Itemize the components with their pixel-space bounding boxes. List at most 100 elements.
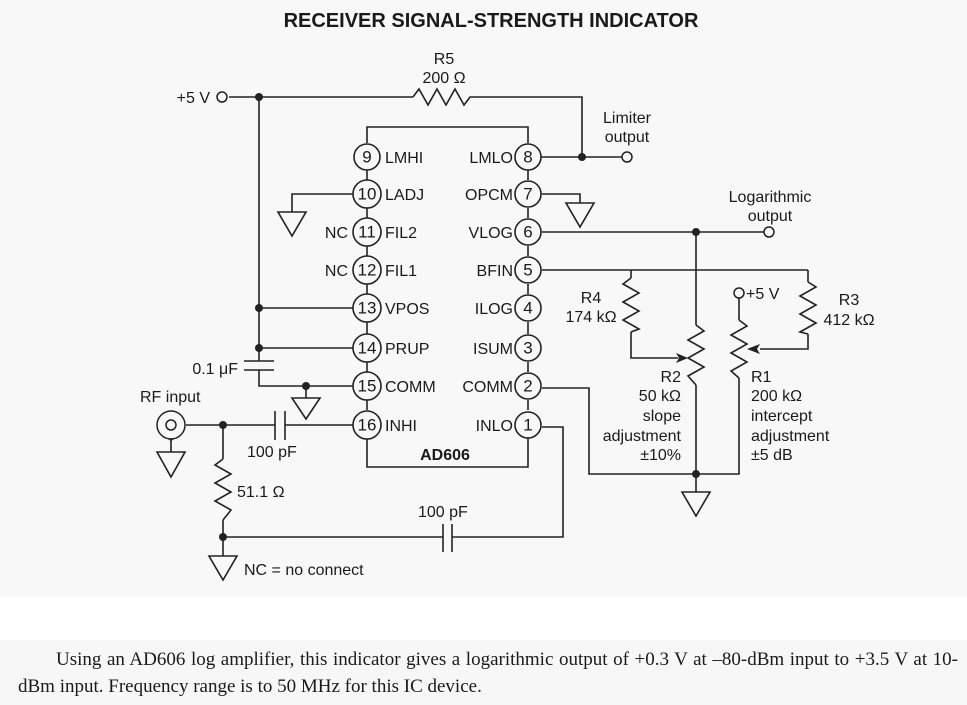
r1-desc-3: ±5 dB <box>751 447 793 464</box>
log-output-terminal-icon <box>763 226 775 238</box>
supply-terminal-icon <box>216 91 228 103</box>
r-term-value: 51.1 Ω <box>237 484 285 501</box>
svg-text:9: 9 <box>362 148 371 167</box>
svg-text:11: 11 <box>358 223 376 242</box>
supply-label: +5 V <box>177 90 211 107</box>
ground-icon <box>290 397 322 421</box>
r4-name: R4 <box>581 290 602 307</box>
pin-name: INHI <box>385 418 417 435</box>
wires <box>170 96 809 556</box>
rf-input-connector-icon <box>156 410 186 440</box>
pin-name: LMLO <box>469 150 513 167</box>
ic-ad606: 9 10 11 12 13 14 15 16 8 7 6 5 4 3 2 1 L… <box>325 143 542 464</box>
ic-pin-9: 9 <box>353 143 381 171</box>
ground-icon <box>207 555 239 582</box>
capacitor-100pF-input <box>274 411 286 440</box>
limiter-label-1: Limiter <box>603 110 652 127</box>
c-bypass-value: 0.1 μF <box>192 361 238 378</box>
c-in-value: 100 pF <box>247 444 297 461</box>
svg-text:4: 4 <box>523 299 532 318</box>
svg-text:2: 2 <box>523 377 532 396</box>
capacitor-0-1uF <box>244 360 274 371</box>
pin-name: ISUM <box>473 341 513 358</box>
ic-pin-14: 14 <box>352 333 382 363</box>
svg-text:7: 7 <box>523 185 532 204</box>
ground-icon <box>276 211 308 238</box>
log-output-label-2: output <box>748 208 793 225</box>
ic-pin-3: 3 <box>514 334 542 362</box>
pin-name: FIL2 <box>385 225 417 242</box>
svg-text:3: 3 <box>523 339 532 358</box>
page-gap <box>0 597 967 640</box>
svg-text:14: 14 <box>358 339 377 358</box>
svg-text:8: 8 <box>523 148 532 167</box>
capacitor-100pF-inlo <box>442 524 453 552</box>
pin-name: COMM <box>462 379 513 396</box>
ic-pin-13: 13 <box>352 293 382 323</box>
svg-text:12: 12 <box>358 261 377 280</box>
rf-input-label: RF input <box>140 389 201 406</box>
potentiometer-r1 <box>729 319 760 379</box>
svg-text:1: 1 <box>523 416 532 435</box>
nc-note: NC = no connect <box>244 562 364 579</box>
resistor-r3 <box>797 281 818 335</box>
ic-pin-7: 7 <box>514 180 542 208</box>
r1-name: R1 <box>751 369 772 386</box>
pin-name: LMHI <box>385 150 423 167</box>
schematic: RECEIVER SIGNAL-STRENGTH INDICATOR <box>140 10 875 582</box>
ic-pin-8: 8 <box>514 143 542 171</box>
ic-pin-6: 6 <box>514 218 542 246</box>
resistor-r5 <box>412 87 475 107</box>
r5-name: R5 <box>434 51 455 68</box>
ic-pin-1: 1 <box>514 411 542 439</box>
pin-name: VLOG <box>469 225 513 242</box>
resistor-51-ohm <box>213 458 233 521</box>
svg-text:5: 5 <box>523 261 532 280</box>
svg-text:13: 13 <box>358 299 377 318</box>
r4-value: 174 kΩ <box>565 309 616 326</box>
ic-pin-12: 12 <box>352 255 382 285</box>
ic-pin-10: 10 <box>352 179 382 209</box>
pin-name: OPCM <box>465 187 513 204</box>
supply2-label: +5 V <box>746 286 780 303</box>
r2-desc-3: ±10% <box>640 447 681 464</box>
ground-icon <box>680 491 712 518</box>
svg-text:6: 6 <box>523 223 532 242</box>
svg-text:15: 15 <box>358 377 377 396</box>
ic-pin-2: 2 <box>514 372 542 400</box>
r3-name: R3 <box>839 292 860 309</box>
ground-icon <box>564 202 596 229</box>
caption-area <box>0 640 967 705</box>
figure-caption: Using an AD606 log amplifier, this indic… <box>18 649 958 697</box>
c-lo-value: 100 pF <box>418 504 468 521</box>
pin-name: COMM <box>385 379 436 396</box>
r2-desc-2: adjustment <box>603 428 682 445</box>
r1-desc-1: intercept <box>751 408 813 425</box>
limiter-output-terminal-icon <box>621 151 633 163</box>
ic-pin-11: 11 <box>352 217 382 247</box>
ic-part-number: AD606 <box>420 447 470 464</box>
ic-pin-5: 5 <box>514 256 542 284</box>
r3-value: 412 kΩ <box>823 312 874 329</box>
r1-value: 200 kΩ <box>751 388 802 405</box>
svg-text:16: 16 <box>358 416 377 435</box>
ground-symbols <box>155 202 712 582</box>
pin-name: LADJ <box>385 187 424 204</box>
nc-label: NC <box>325 225 348 242</box>
pin-name: VPOS <box>385 301 429 318</box>
diagram-title: RECEIVER SIGNAL-STRENGTH INDICATOR <box>284 10 699 32</box>
resistor-r4 <box>621 277 641 333</box>
r2-value: 50 kΩ <box>639 388 681 405</box>
r5-value: 200 Ω <box>422 70 465 87</box>
pin-name: FIL1 <box>385 263 417 280</box>
pin-name: PRUP <box>385 341 429 358</box>
r2-name: R2 <box>661 369 682 386</box>
potentiometer-r2 <box>676 324 706 386</box>
ground-icon <box>155 451 187 479</box>
limiter-label-2: output <box>605 129 650 146</box>
component-labels: R5 200 Ω +5 V Limiter output Logarithmic… <box>140 51 875 579</box>
ic-pin-16: 16 <box>352 410 382 440</box>
supply2-terminal-icon <box>733 287 745 299</box>
pin-name: ILOG <box>475 301 513 318</box>
ic-pin-4: 4 <box>514 294 542 322</box>
